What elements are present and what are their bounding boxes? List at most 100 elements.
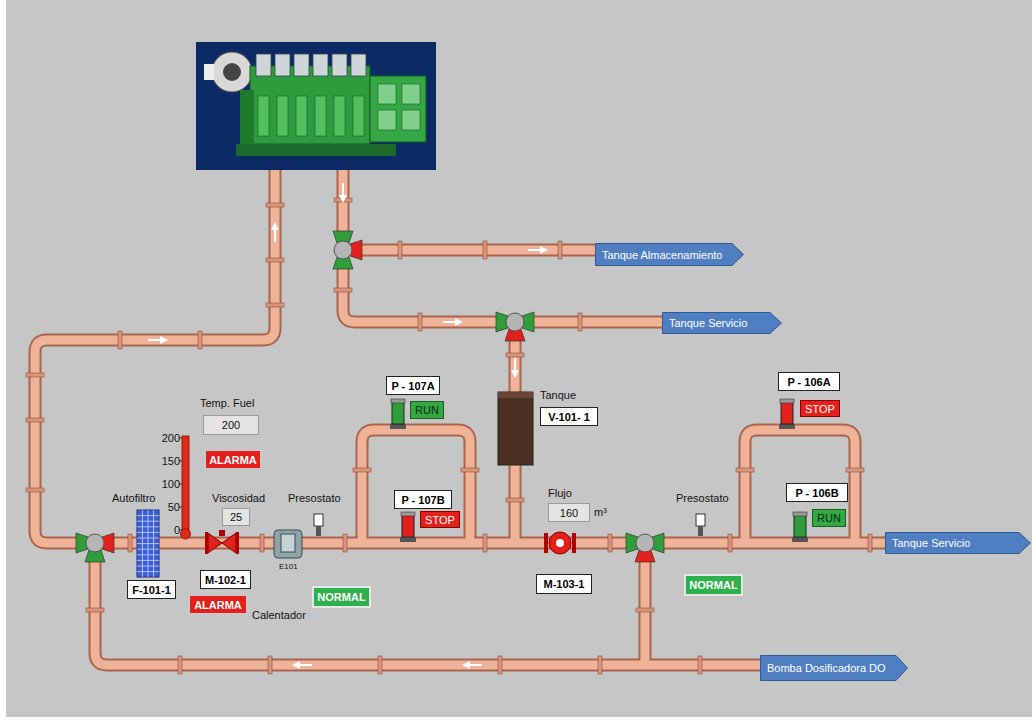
- pipe-flange: [334, 288, 352, 292]
- node-text: NORMAL: [317, 591, 365, 603]
- field-label: Presostato: [676, 491, 729, 505]
- pipe-flange: [268, 656, 272, 674]
- node-text: M-102-1: [205, 574, 246, 586]
- node-text: Tanque Servicio: [669, 317, 747, 329]
- three-way-valve: [626, 533, 664, 562]
- pipe-flange: [728, 534, 732, 552]
- node-text: P - 107B: [401, 494, 444, 506]
- node-text: P - 106B: [795, 487, 838, 499]
- equipment-tag: P - 107A: [386, 376, 440, 395]
- pipe-flange: [266, 303, 284, 307]
- pipe-flange: [736, 468, 754, 472]
- pipe-flange: [506, 498, 524, 502]
- scale-number: 100: [162, 477, 180, 491]
- node-text: P - 106A: [787, 376, 830, 388]
- pipe-flange: [506, 353, 524, 357]
- node-text: 160: [560, 507, 578, 519]
- field-label: Temp. Fuel: [200, 396, 254, 410]
- scale-number: 150: [162, 454, 180, 468]
- flow-arrow: [292, 661, 312, 669]
- pipe-flange: [26, 488, 44, 492]
- engine-illustration: [196, 42, 436, 170]
- thermometer-symbol: [179, 436, 191, 539]
- equipment-tag: M-102-1: [200, 570, 251, 589]
- pipe-flange: [353, 468, 371, 472]
- pump-symbol: [792, 512, 808, 542]
- flow-arrow: [148, 336, 168, 344]
- fuel-pipes: [35, 170, 885, 665]
- node-text: 25: [230, 511, 242, 523]
- equipment-tag: P - 106A: [778, 372, 840, 391]
- node-text: RUN: [415, 404, 439, 416]
- alarm-status: ALARMA: [204, 449, 262, 470]
- node-text: V-101- 1: [548, 411, 590, 423]
- node-text: ALARMA: [194, 599, 242, 611]
- stop-status: STOP: [800, 400, 840, 417]
- value-display: 200: [203, 415, 259, 435]
- stop-status: STOP: [420, 511, 460, 528]
- pipe-flange: [868, 534, 872, 552]
- node-text: 200: [222, 419, 240, 431]
- pipe-flange: [461, 468, 479, 472]
- pipe-flange: [178, 656, 182, 674]
- pipe-flange: [266, 258, 284, 262]
- heater-symbol: [274, 530, 302, 558]
- pipe-flange: [498, 656, 502, 674]
- field-label: Presostato: [288, 491, 341, 505]
- pipe-flange: [86, 608, 104, 612]
- flow-arrow: [443, 318, 463, 326]
- pipe-flange: [846, 468, 864, 472]
- field-label: Flujo: [548, 486, 572, 500]
- autofilter-symbol: [137, 510, 159, 577]
- pipe-flange: [483, 534, 487, 552]
- pump-symbol: [779, 399, 795, 429]
- node-text: NORMAL: [689, 579, 737, 591]
- node-text: Tanque Servicio: [892, 537, 970, 549]
- pipe-flange: [266, 203, 284, 207]
- destination-tag: Bomba Dosificadora DO: [760, 655, 908, 681]
- normal-status: NORMAL: [312, 586, 371, 608]
- pipe-flange: [26, 418, 44, 422]
- pipe-flange: [398, 241, 402, 259]
- pipe-flange: [198, 331, 202, 349]
- pipe-flange: [260, 534, 264, 552]
- pipe-flange: [598, 656, 602, 674]
- pipe-flange: [378, 656, 382, 674]
- flow-arrow: [271, 222, 279, 242]
- flow-meter-symbol: [544, 532, 576, 554]
- normal-status: NORMAL: [684, 574, 743, 596]
- viscosity-valve-symbol: [205, 530, 239, 554]
- node-text: ALARMA: [209, 454, 257, 466]
- equipment-tag: V-101- 1: [540, 407, 598, 426]
- destination-tag: Tanque Servicio: [885, 532, 1031, 554]
- node-text: M-103-1: [544, 578, 585, 590]
- scale-number: 200: [162, 431, 180, 445]
- value-display: 25: [222, 508, 250, 526]
- run-status: RUN: [812, 509, 846, 527]
- panel-ground: [6, 0, 1032, 717]
- field-label: Viscosidad: [212, 491, 265, 505]
- equipment-tag: M-103-1: [536, 574, 592, 594]
- pipe-flange: [26, 373, 44, 377]
- node-text: STOP: [425, 514, 455, 526]
- flow-arrow: [462, 661, 482, 669]
- pipe-flange: [128, 534, 132, 552]
- equipment-tag: F-101-1: [127, 580, 176, 599]
- node-text: P - 107A: [391, 380, 434, 392]
- pipe-flange: [483, 241, 487, 259]
- pipe-flange: [418, 313, 422, 331]
- three-way-valve: [76, 533, 114, 562]
- field-label: Tanque: [540, 388, 576, 402]
- equipment-tag: P - 106B: [786, 483, 848, 502]
- pipe-flange: [343, 534, 347, 552]
- node-text: STOP: [805, 403, 835, 415]
- field-label: Autofiltro: [112, 491, 155, 505]
- node-text: F-101-1: [132, 584, 171, 596]
- scale-number: 0: [174, 523, 180, 537]
- pipe-flange: [608, 534, 612, 552]
- node-text: RUN: [817, 512, 841, 524]
- pressure-switch-symbol: [314, 514, 323, 536]
- three-way-valve: [496, 312, 534, 341]
- alarm-status: ALARMA: [188, 594, 248, 615]
